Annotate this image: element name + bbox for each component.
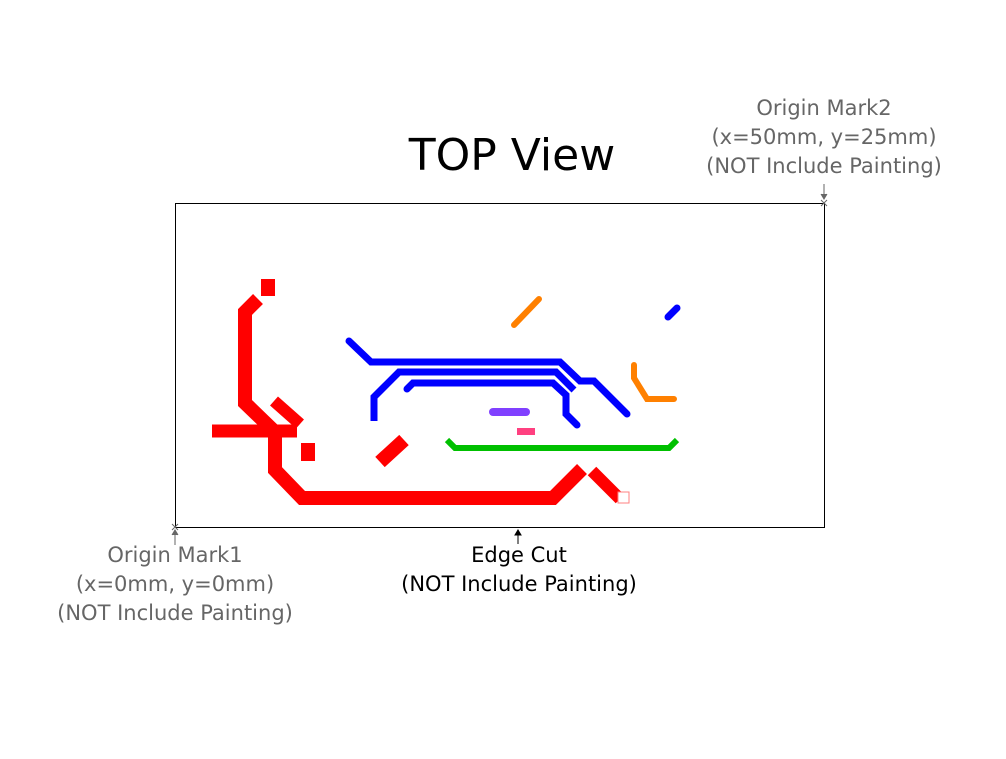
red-trace-diagonal: [270, 396, 304, 429]
origin-mark2-marker: [820, 184, 828, 207]
edge-cut-label: Edge Cut (NOT Include Painting): [369, 541, 669, 599]
edge-cut-outline: [175, 203, 825, 528]
red-trace-bottom: [268, 432, 587, 505]
blue-trace-1: [345, 337, 631, 418]
origin-mark1-coords: (x=0mm, y=0mm): [75, 572, 275, 596]
red-trace-left: [238, 294, 280, 438]
pink-pad: [517, 428, 535, 435]
origin-mark2-label: Origin Mark2 (x=50mm, y=25mm) (NOT Inclu…: [674, 94, 974, 181]
orange-trace-corner: [631, 362, 677, 402]
red-pad-small: [301, 443, 315, 461]
view-title: TOP View: [408, 130, 616, 181]
red-pad-top: [261, 279, 275, 296]
origin-mark1-marker: [171, 523, 179, 545]
edge-cut-note: (NOT Include Painting): [401, 572, 637, 596]
origin-mark1-name: Origin Mark1: [107, 543, 243, 567]
origin-mark1-label: Origin Mark1 (x=0mm, y=0mm) (NOT Include…: [25, 541, 325, 628]
blue-trace-short: [664, 304, 681, 321]
edge-cut-marker: [514, 529, 522, 544]
origin-mark2-coords: (x=50mm, y=25mm): [711, 125, 937, 149]
origin-mark2-note: (NOT Include Painting): [706, 154, 942, 178]
orange-trace-diagonal: [511, 296, 542, 328]
orange-traces: [511, 296, 677, 402]
blue-trace-3: [403, 379, 581, 429]
red-trace-segment: [375, 434, 409, 468]
red-traces: [212, 279, 630, 505]
edge-cut-name: Edge Cut: [471, 543, 567, 567]
origin-mark1-note: (NOT Include Painting): [57, 601, 293, 625]
blue-trace-2: [370, 368, 577, 421]
green-trace: [444, 437, 680, 451]
origin-mark2-name: Origin Mark2: [756, 96, 892, 120]
red-trace-right: [587, 466, 625, 504]
blue-traces: [345, 304, 681, 429]
red-pad-end: [617, 491, 630, 504]
